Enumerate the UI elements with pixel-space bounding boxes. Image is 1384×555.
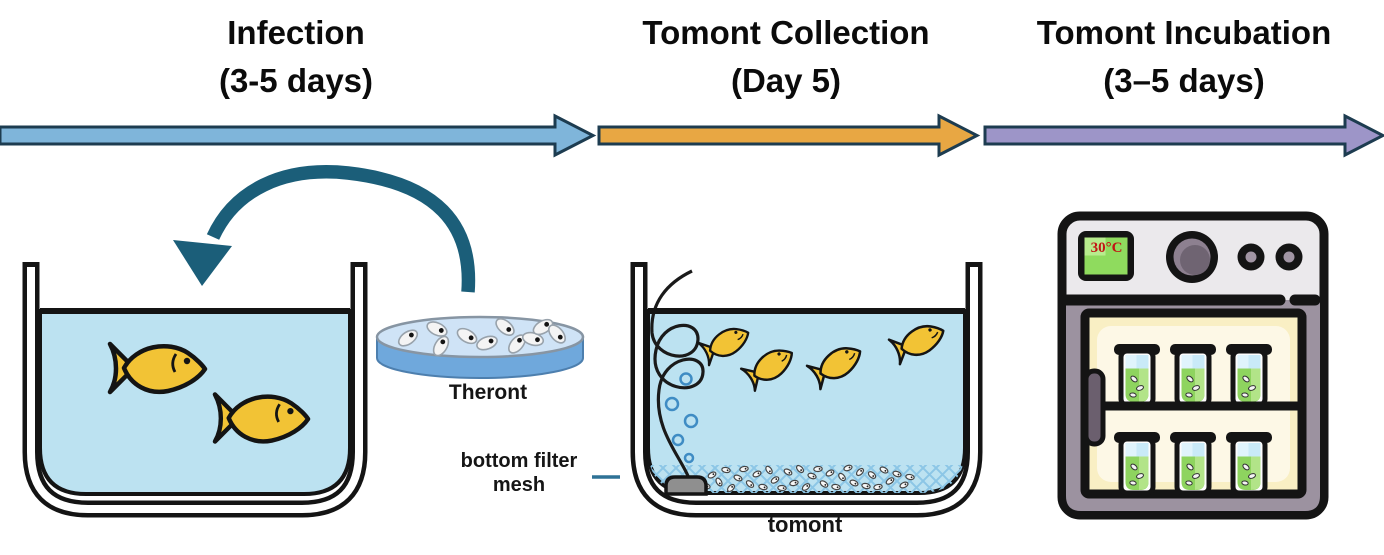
bubble-icon	[671, 433, 685, 447]
phase-header-tomont-incubation: Tomont Incubation (3–5 days)	[984, 9, 1384, 105]
sample-tube-icon	[1226, 432, 1272, 493]
air-stone	[664, 475, 708, 496]
tomont-label: tomont	[767, 512, 843, 537]
tank-wall-core	[635, 267, 978, 513]
phase-header-tomont-collection: Tomont Collection (Day 5)	[586, 9, 986, 105]
infection-tank	[22, 262, 368, 518]
sample-tube-icon	[1114, 344, 1160, 405]
phase-title: Infection	[227, 14, 365, 51]
phase-subtitle: (3-5 days)	[218, 62, 374, 99]
door-handle	[1083, 368, 1106, 447]
bubble-icon	[683, 413, 699, 429]
phase-header-infection: Infection (3-5 days)	[96, 9, 496, 105]
sample-tube-icon	[1114, 432, 1160, 493]
bubble-icon	[683, 452, 695, 464]
theront-transfer-arrow-icon	[173, 165, 476, 293]
knob-shade	[1180, 245, 1210, 275]
sample-tube-icon	[1226, 344, 1272, 405]
phase-title: Tomont Incubation	[1036, 14, 1332, 51]
bottom-filter-mesh-label: bottom filter mesh	[460, 450, 578, 496]
phase-subtitle: (Day 5)	[730, 62, 842, 99]
small-knob-center	[1245, 251, 1257, 263]
collection-tank	[630, 262, 983, 518]
display-screen-highlight	[1084, 237, 1106, 256]
tank-wall-core	[27, 267, 363, 513]
incubator-temperature-readout: 30°C	[1090, 240, 1123, 256]
air-line	[650, 269, 705, 477]
incubation-arrow	[983, 113, 1384, 158]
bubble-icon	[664, 396, 680, 412]
tank-water	[38, 309, 352, 496]
timeline-arrows	[0, 113, 1384, 158]
incubator-icon	[1057, 211, 1329, 520]
phase-subtitle: (3–5 days)	[1103, 62, 1265, 99]
sample-tube-icon	[1170, 344, 1216, 405]
theront-dish-icon	[375, 314, 585, 379]
bubble-icon	[679, 372, 693, 386]
sample-tube-icon	[1170, 432, 1216, 493]
theront-label: Theront	[448, 381, 528, 404]
infection-arrow	[0, 113, 597, 158]
small-knob-center	[1283, 251, 1295, 263]
collection-arrow	[597, 113, 981, 158]
phase-title: Tomont Collection	[642, 14, 930, 51]
